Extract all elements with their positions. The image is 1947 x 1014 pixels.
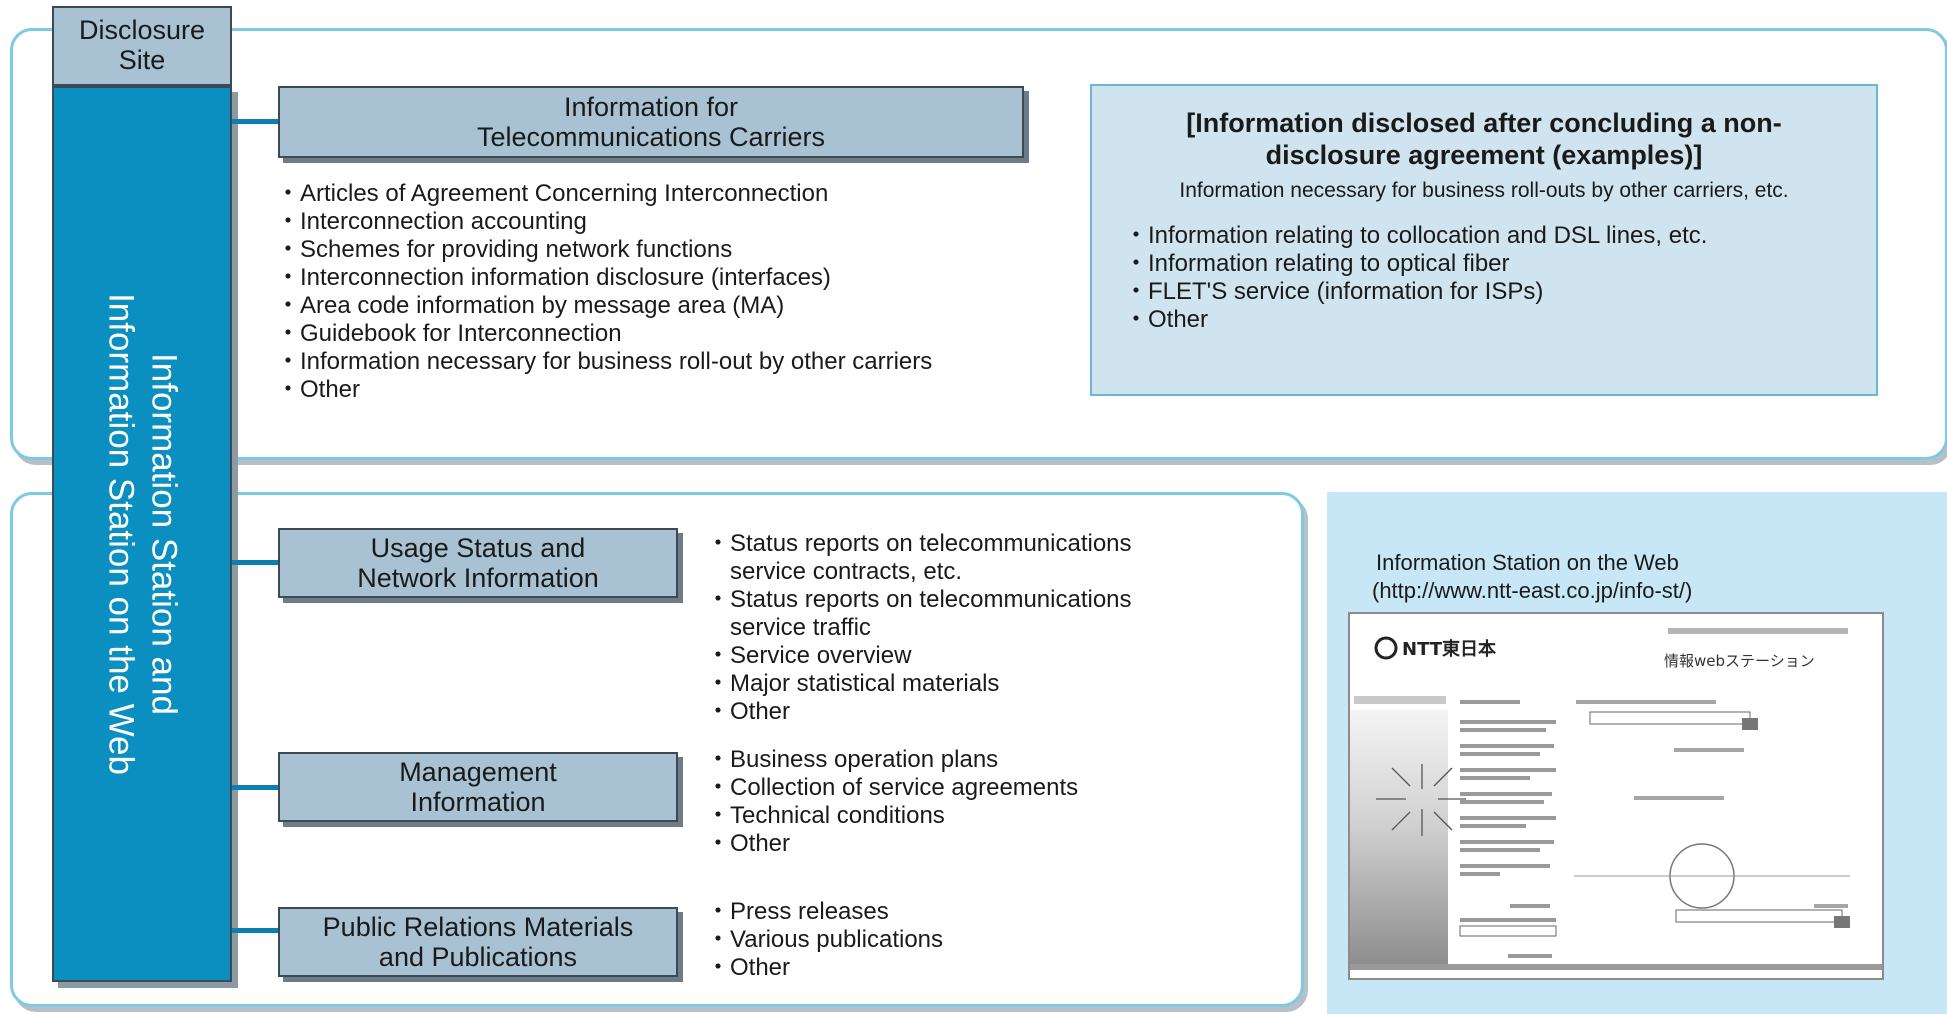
- carriers-item: Interconnection accounting: [276, 208, 932, 236]
- carriers-category-box: Information for Telecommunications Carri…: [278, 86, 1024, 158]
- page-heading-text: 情報webステーション: [1664, 652, 1815, 670]
- disclosure-site-label: Disclosure Site: [52, 6, 232, 86]
- information-station-title: Information Station and Information Stat…: [102, 293, 184, 775]
- web-station-caption: Information Station on the Web (http://w…: [1372, 549, 1692, 605]
- management-item: Business operation plans: [706, 746, 1078, 774]
- connector-carriers: [232, 119, 278, 124]
- information-station-column: Information Station and Information Stat…: [52, 86, 232, 982]
- nda-item: Information relating to optical fiber: [1124, 250, 1707, 278]
- carriers-item: Area code information by message area (M…: [276, 292, 932, 320]
- search-field-graphic: [1589, 711, 1751, 725]
- pr-category-box: Public Relations Materials and Publicati…: [278, 907, 678, 977]
- sun-icon: [1376, 764, 1466, 836]
- logo-text: NTT東日本: [1402, 638, 1496, 660]
- carriers-item: Interconnection information disclosure (…: [276, 264, 932, 292]
- connector-management: [232, 785, 278, 790]
- web-station-url[interactable]: (http://www.ntt-east.co.jp/info-st/): [1372, 578, 1693, 603]
- connector-pr: [232, 928, 278, 933]
- usage-item-list: Status reports on telecommunications ser…: [706, 530, 1132, 726]
- nda-item: Other: [1124, 306, 1707, 334]
- carriers-item: Guidebook for Interconnection: [276, 320, 932, 348]
- connector-usage: [232, 560, 278, 565]
- landscape-image: [1350, 710, 1448, 968]
- carriers-item: Other: [276, 376, 932, 404]
- nda-item: FLET'S service (information for ISPs): [1124, 278, 1707, 306]
- management-item: Technical conditions: [706, 802, 1078, 830]
- website-screenshot-graphic: NTT東日本 情報webステーション: [1350, 628, 1882, 970]
- usage-item: Status reports on telecommunications ser…: [706, 586, 1132, 642]
- usage-item: Other: [706, 698, 1132, 726]
- carriers-item: Articles of Agreement Concerning Interco…: [276, 180, 932, 208]
- carriers-item-list: Articles of Agreement Concerning Interco…: [276, 180, 932, 404]
- ntt-logo-icon: [1374, 636, 1398, 660]
- nda-subtitle: Information necessary for business roll-…: [1179, 179, 1789, 202]
- carriers-item: Schemes for providing network functions: [276, 236, 932, 264]
- carriers-item: Information necessary for business roll-…: [276, 348, 932, 376]
- usage-item: Major statistical materials: [706, 670, 1132, 698]
- management-category-box: Management Information: [278, 752, 678, 822]
- web-station-title: Information Station on the Web: [1376, 550, 1679, 575]
- pr-item: Other: [706, 954, 943, 982]
- pr-item-list: Press releasesVarious publicationsOther: [706, 898, 943, 982]
- website-screenshot: NTT東日本 情報webステーション: [1348, 612, 1884, 980]
- nda-item: Information relating to collocation and …: [1124, 222, 1707, 250]
- management-item: Other: [706, 830, 1078, 858]
- nda-item-list: Information relating to collocation and …: [1124, 222, 1707, 334]
- usage-category-box: Usage Status and Network Information: [278, 528, 678, 598]
- nda-title: [Information disclosed after concluding …: [1186, 108, 1782, 170]
- usage-item: Status reports on telecommunications ser…: [706, 530, 1132, 586]
- usage-item: Service overview: [706, 642, 1132, 670]
- pr-item: Various publications: [706, 926, 943, 954]
- management-item: Collection of service agreements: [706, 774, 1078, 802]
- management-item-list: Business operation plansCollection of se…: [706, 746, 1078, 858]
- pr-item: Press releases: [706, 898, 943, 926]
